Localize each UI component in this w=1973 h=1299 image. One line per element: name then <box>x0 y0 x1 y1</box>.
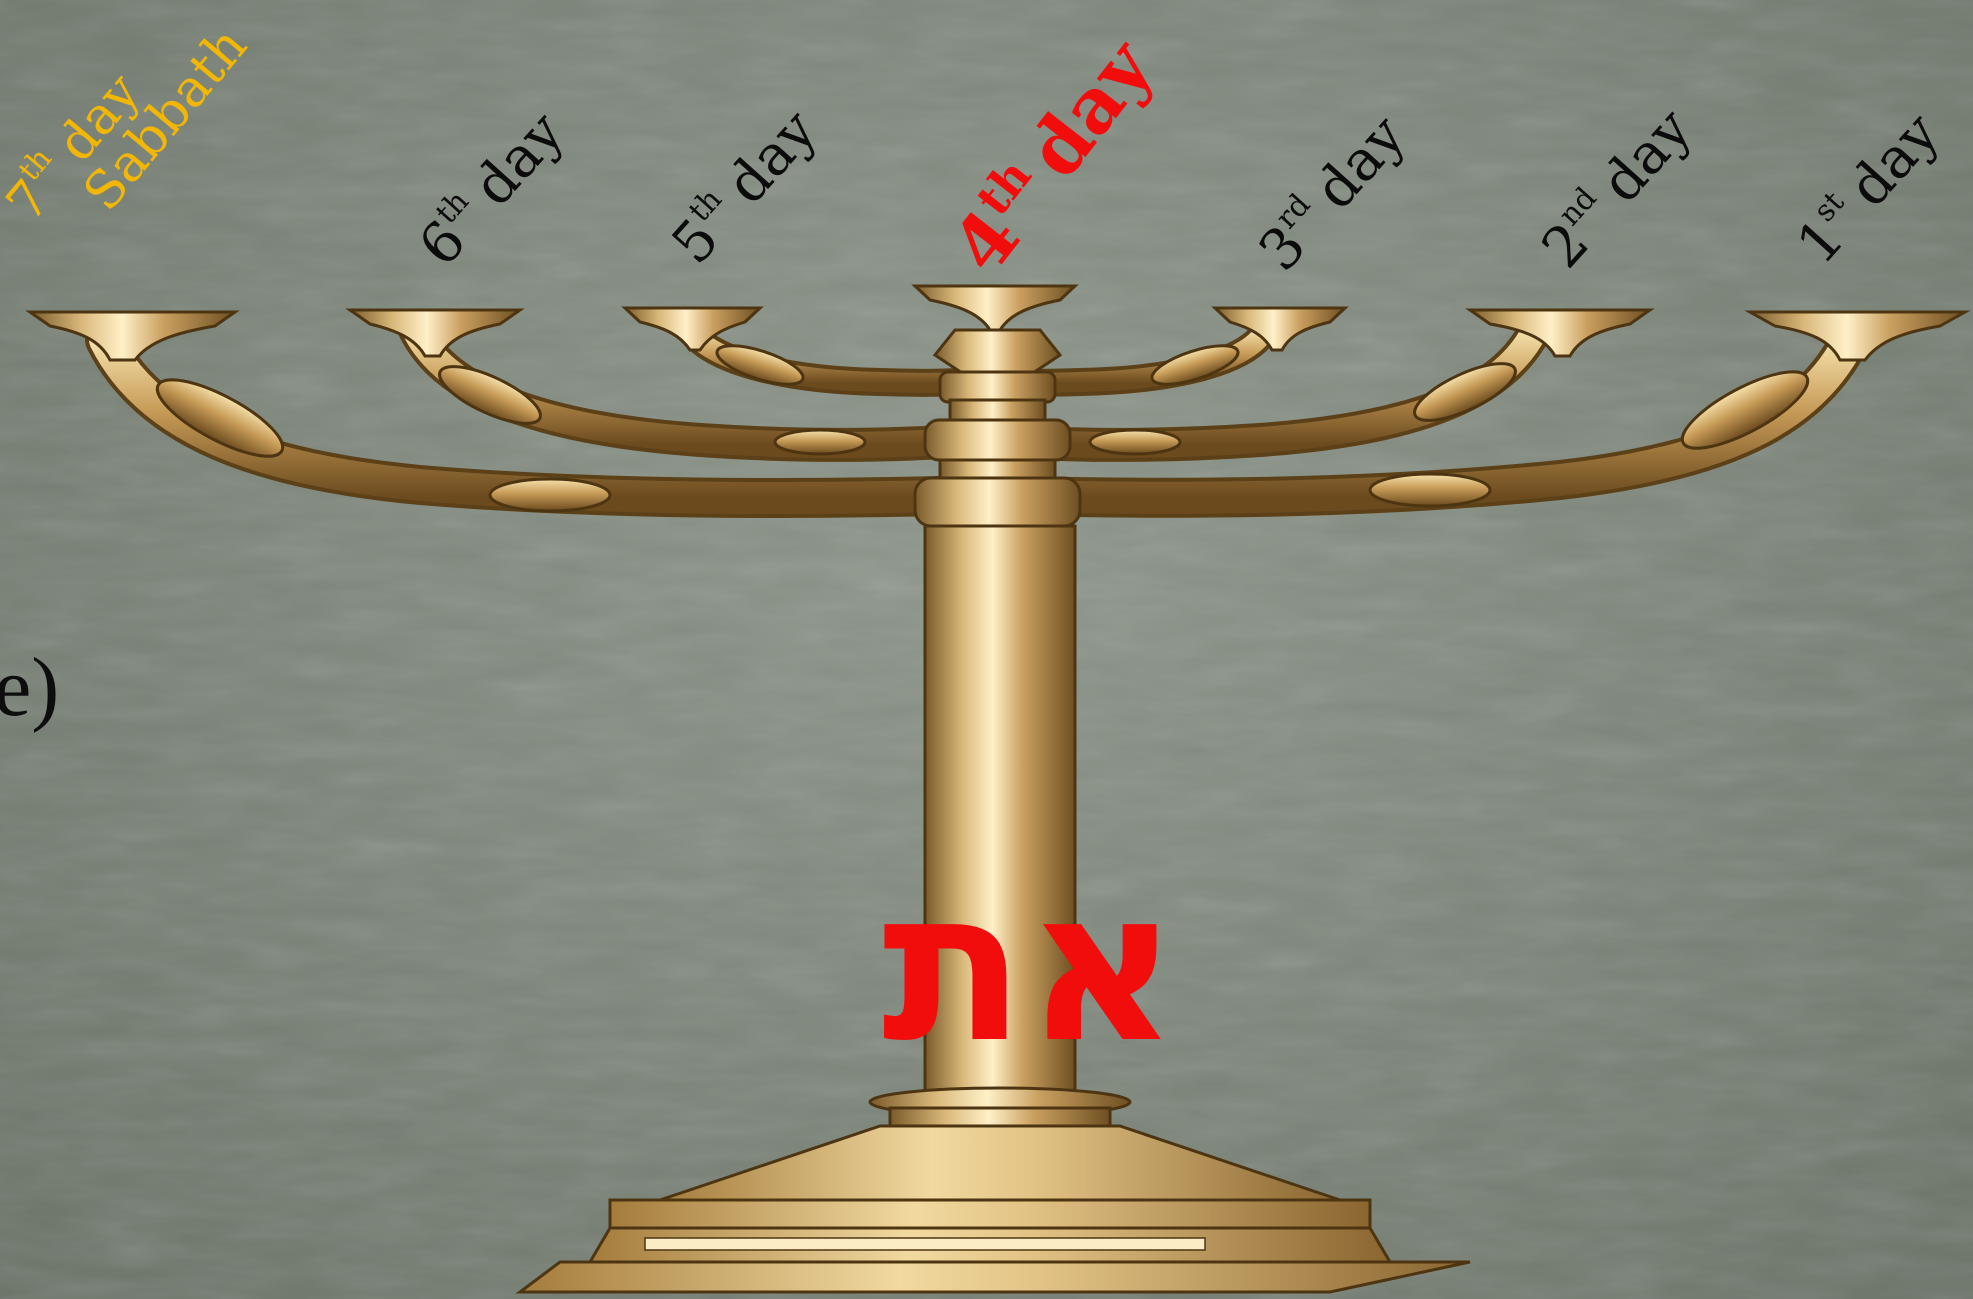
clipped-slide-text: e) <box>0 646 59 730</box>
menorah-base <box>520 1088 1470 1292</box>
hebrew-aleph-tav: את <box>882 862 1178 1072</box>
